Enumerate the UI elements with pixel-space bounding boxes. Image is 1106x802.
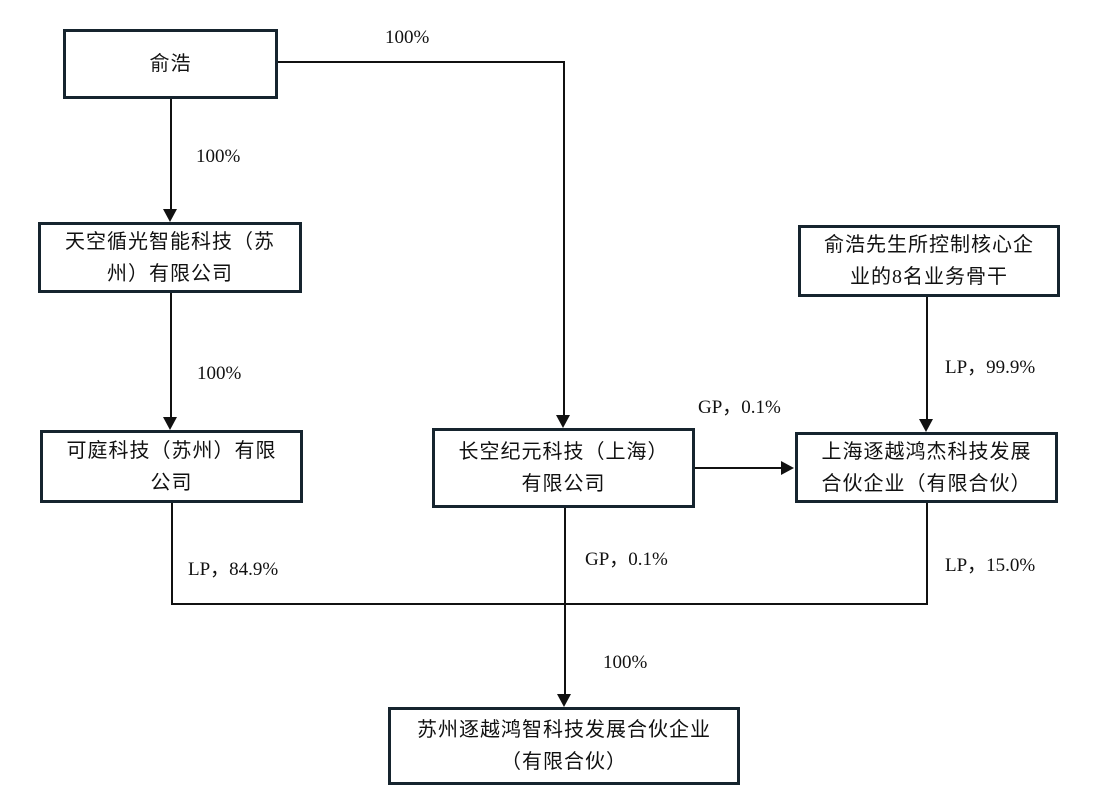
edge-label-backbone-shanghai: LP，99.9% — [945, 357, 1036, 378]
edge-label-yuhao-changkong: 100% — [385, 27, 430, 48]
node-changkong-jiyuan: 长空纪元科技（上海） 有限公司 — [432, 428, 695, 508]
edge-keting-merge-line — [171, 503, 173, 605]
merge-bar-line — [171, 603, 928, 605]
node-shanghai-label-line1: 上海逐越鸿杰科技发展 — [821, 440, 1032, 463]
node-backbone-label-line1: 俞浩先生所控制核心企 — [824, 234, 1034, 256]
node-tiankong-label-line2: 州）有限公司 — [107, 262, 233, 285]
node-tiankong-xunguang: 天空循光智能科技（苏 州）有限公司 — [38, 222, 302, 293]
edge-yuhao-changkong-hline — [278, 61, 565, 63]
node-suzhou-zhuyue-hongzhi: 苏州逐越鸿智科技发展合伙企业 （有限合伙） — [388, 707, 740, 785]
node-suzhou-label-line2: （有限合伙） — [501, 751, 627, 773]
edge-yuhao-tiankong-line — [170, 99, 172, 211]
edge-label-merge-suzhou: 100% — [603, 652, 648, 673]
node-backbone-label-line2: 业的8名业务骨干 — [850, 266, 1008, 288]
edge-yuhao-changkong-vline — [563, 61, 565, 416]
edge-yuhao-changkong-arrowhead-icon — [556, 415, 570, 428]
edge-merge-suzhou-arrowhead-icon — [557, 694, 571, 707]
edge-changkong-shanghai-arrowhead-icon — [781, 461, 794, 475]
node-keting-label-line1: 可庭科技（苏州）有限 — [66, 439, 277, 462]
edge-shanghai-merge-line — [926, 503, 928, 605]
edge-label-tiankong-keting: 100% — [197, 363, 242, 384]
edge-label-yuhao-tiankong: 100% — [196, 146, 241, 167]
edge-label-keting-merge: LP，84.9% — [188, 559, 279, 580]
node-core-business-backbone: 俞浩先生所控制核心企 业的8名业务骨干 — [798, 225, 1060, 297]
node-shanghai-label-line2: 合伙企业（有限合伙） — [821, 472, 1032, 495]
node-shanghai-zhuyue-hongjie: 上海逐越鸿杰科技发展 合伙企业（有限合伙） — [795, 432, 1058, 503]
edge-label-shanghai-merge: LP，15.0% — [945, 555, 1036, 576]
node-keting-keji: 可庭科技（苏州）有限 公司 — [40, 430, 303, 503]
edge-backbone-shanghai-line — [926, 297, 928, 420]
edge-tiankong-keting-line — [170, 293, 172, 418]
edge-label-changkong-shanghai: GP，0.1% — [698, 397, 781, 418]
node-changkong-label-line1: 长空纪元科技（上海） — [458, 441, 669, 463]
edge-backbone-shanghai-arrowhead-icon — [919, 419, 933, 432]
edge-changkong-shanghai-line — [695, 467, 782, 469]
node-suzhou-label-line1: 苏州逐越鸿智科技发展合伙企业 — [417, 719, 711, 741]
edge-yuhao-tiankong-arrowhead-icon — [163, 209, 177, 222]
node-tiankong-label-line1: 天空循光智能科技（苏 — [65, 230, 275, 253]
node-yuhao: 俞浩 — [63, 29, 278, 99]
edge-label-changkong-merge: GP，0.1% — [585, 549, 668, 570]
node-changkong-label-line2: 有限公司 — [521, 473, 606, 495]
node-yuhao-label: 俞浩 — [149, 53, 192, 75]
edge-tiankong-keting-arrowhead-icon — [163, 417, 177, 430]
node-keting-label-line2: 公司 — [150, 471, 193, 494]
edge-merge-suzhou-line — [564, 508, 566, 695]
